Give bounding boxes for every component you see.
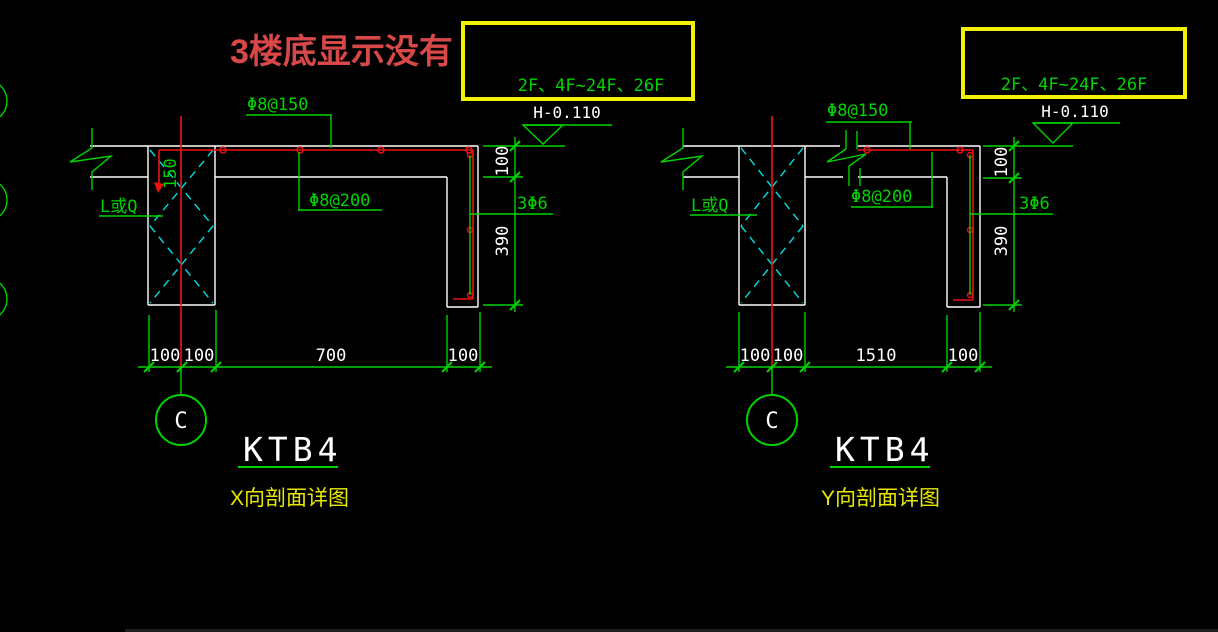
detail-title: KTB4 [835,430,934,469]
vertical-dimension: 100 390 [483,137,565,312]
edge-bubble-1 [0,84,8,118]
rebar-lines [154,116,474,367]
bottom-dimension: 100 100 700 100 [138,310,492,373]
bottom-dimension: 100 100 1510 100 [726,312,992,373]
edge-bubble-3 [0,282,8,316]
detail-subtitle: X向剖面详图 [230,487,349,510]
elevation-label: H-0.110 [533,103,600,122]
vertical-dimension: 100 390 [983,137,1073,312]
edge-bars-label: 3Φ6 [517,194,548,214]
dim-text: 100 [184,346,215,366]
dim-text: 1510 [856,346,897,366]
dim-text: 100 [150,346,181,366]
dim-text-390: 390 [992,226,1012,257]
review-note-text: 3楼底显示没有 [230,33,453,71]
floor-range-label: 2F、4F~24F、26F [518,76,665,96]
highlight-box [461,21,695,101]
detail-subtitle: Y向剖面详图 [821,487,940,510]
highlight-box [961,27,1187,99]
dim-text-390: 390 [493,226,513,257]
edge-grid-bubbles [0,84,8,316]
edge-bars-label: 3Φ6 [1019,194,1050,214]
dim-text: 100 [773,346,804,366]
wall-label: L或Q [691,196,728,216]
dim-text-100: 100 [493,146,513,177]
bar-section-dot [296,146,304,154]
top-rebar-label: Φ8@150 [827,101,888,121]
distribution-rebar-label: Φ8@200 [851,187,912,207]
break-symbol [69,128,114,190]
top-rebar-label: Φ8@150 [247,95,308,115]
bar-section-dot [863,146,871,154]
bar-section-dot [956,146,964,154]
dim-text: 100 [448,346,479,366]
dim-text: 100 [948,346,979,366]
edge-bubble-2 [0,183,8,217]
right-section-detail: 2F、4F~24F、26F H-0.110 [660,27,1187,510]
axis-label: C [174,409,187,434]
elevation-label: H-0.110 [1041,102,1108,121]
detail-title: KTB4 [243,430,342,469]
break-symbol [660,128,705,190]
distribution-rebar-label: Φ8@200 [309,191,370,211]
embed-length-label: 150 [161,158,181,189]
dim-text-100: 100 [992,147,1012,178]
axis-bubble [746,394,798,446]
axis-bubble [155,394,207,446]
break-symbol-mid-slab [826,130,867,186]
rebar-arrow-icon [154,182,164,193]
left-section-detail: 2F、4F~24F、26F H-0.110 [69,21,695,510]
rebar-lines [771,116,974,367]
window-edge-strip [125,629,1218,632]
wall-label: L或Q [100,197,137,217]
elevation-triangle-icon [521,124,565,145]
dim-text: 100 [740,346,771,366]
bar-section-dot [219,146,227,154]
floor-range-label: 2F、4F~24F、26F [1001,75,1148,95]
axis-label: C [765,409,778,434]
dim-text: 700 [316,346,347,366]
bar-section-dot [377,146,385,154]
elevation-triangle-icon [1031,122,1075,144]
